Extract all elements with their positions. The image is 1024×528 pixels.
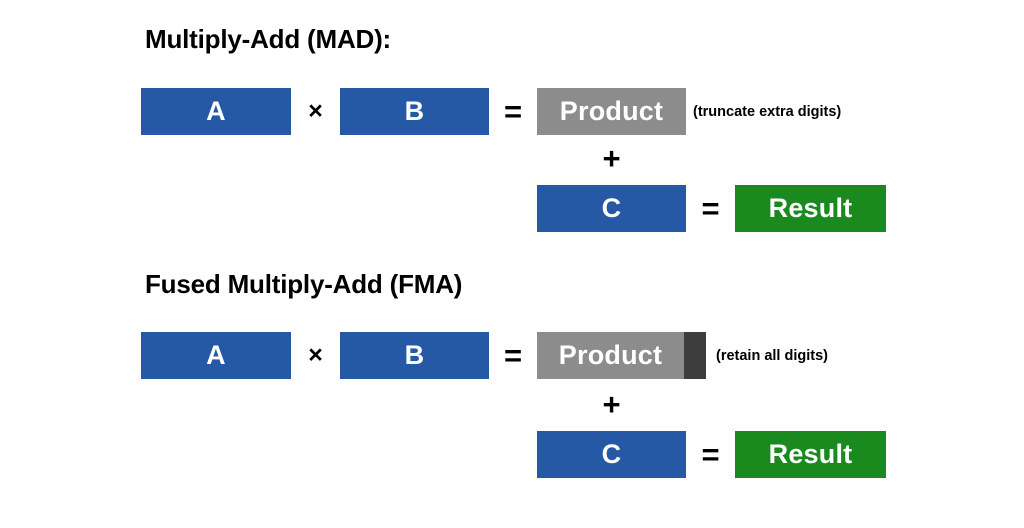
mad-result-box: Result [735, 185, 886, 232]
fma-retain-note: (retain all digits) [716, 347, 828, 364]
fma-operand-a-box: A [141, 332, 291, 379]
fma-result-box: Result [735, 431, 886, 478]
fma-result-label: Result [768, 439, 853, 469]
fma-equals-operator-1: = [503, 338, 523, 373]
fma-product-box: Product [537, 332, 684, 379]
mad-multiply-operator: × [308, 97, 323, 125]
mad-product-label: Product [559, 96, 664, 126]
mad-operand-c-box: C [537, 185, 686, 232]
mad-operand-b-box: B [340, 88, 489, 135]
fma-multiply-operator: × [308, 341, 323, 369]
fma-plus-operator: + [602, 386, 621, 422]
section-title-mad: Multiply-Add (MAD): [145, 24, 392, 54]
mad-plus-operator: + [602, 140, 621, 176]
fma-operand-c-box: C [537, 431, 686, 478]
fma-operand-b-box: B [340, 332, 489, 379]
mad-operand-a-box: A [141, 88, 291, 135]
mad-result-label: Result [768, 193, 853, 223]
fma-operand-b-label: B [404, 340, 425, 370]
fma-operand-a-label: A [206, 340, 226, 370]
mad-operand-a-label: A [206, 96, 226, 126]
mad-operand-c-label: C [601, 193, 622, 223]
mad-product-box: Product [537, 88, 686, 135]
section-title-fma: Fused Multiply-Add (FMA) [145, 269, 463, 299]
fma-extra-digits-segment [684, 332, 706, 379]
mad-equals-operator-2: = [701, 191, 720, 226]
fma-product-label: Product [558, 340, 663, 370]
fma-equals-operator-2: = [701, 437, 720, 472]
mad-truncate-note: (truncate extra digits) [693, 103, 842, 120]
fma-operand-c-label: C [601, 439, 622, 469]
mad-operand-b-label: B [404, 96, 425, 126]
mad-equals-operator-1: = [503, 94, 523, 129]
